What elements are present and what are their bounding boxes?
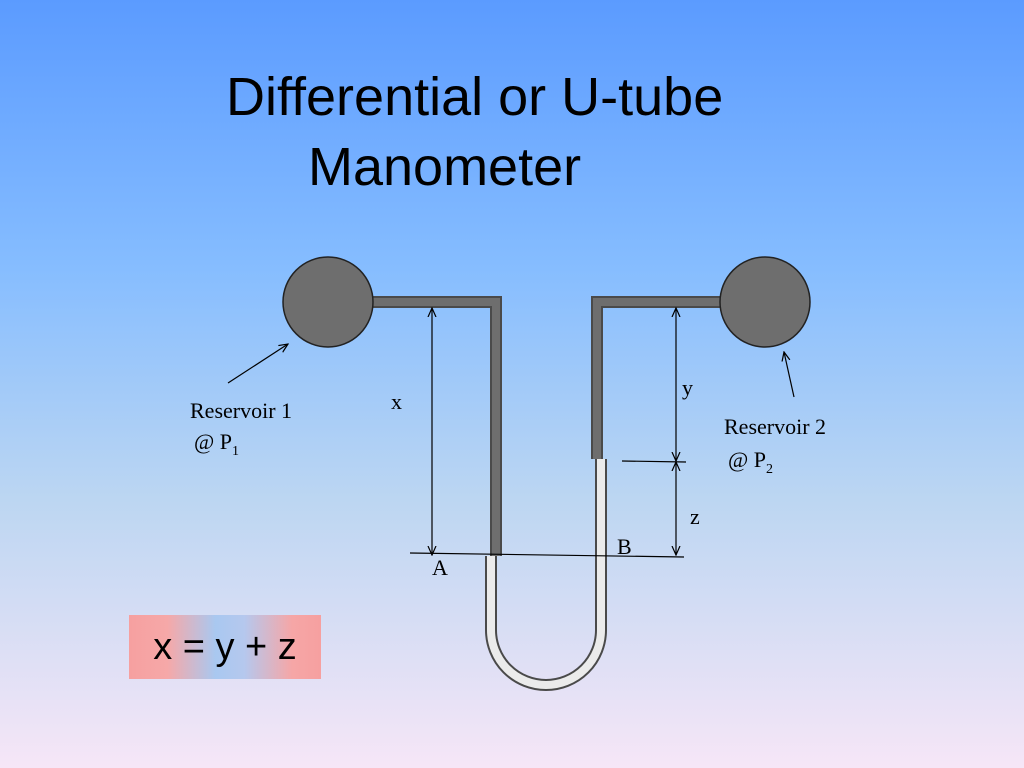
x-label: x	[391, 389, 402, 414]
reservoir-1	[282, 256, 374, 348]
interface-level-line	[621, 460, 687, 463]
point-a-label: A	[432, 555, 448, 580]
left-pipe	[372, 296, 502, 556]
title-line-1: Differential or U-tube	[226, 67, 724, 127]
reservoir-2-pressure: @ P2	[728, 447, 773, 477]
point-b-label: B	[617, 534, 632, 559]
reservoir-2	[719, 256, 811, 348]
equation-box: x = y + z	[129, 615, 321, 679]
reservoir-2-label: Reservoir 2	[724, 414, 826, 439]
y-label: y	[682, 375, 693, 400]
reservoir-1-pressure: @ P1	[194, 429, 239, 459]
equation-text: x = y + z	[153, 625, 297, 668]
u-tube-bend	[485, 459, 607, 691]
reservoir-1-label: Reservoir 1	[190, 398, 292, 423]
datum-line-ab	[409, 552, 685, 558]
reservoir-2-pointer	[784, 352, 795, 398]
reservoir-1-pointer	[227, 344, 288, 384]
z-label: z	[690, 504, 700, 529]
right-pipe	[591, 296, 721, 459]
title-line-2: Manometer	[308, 137, 582, 197]
